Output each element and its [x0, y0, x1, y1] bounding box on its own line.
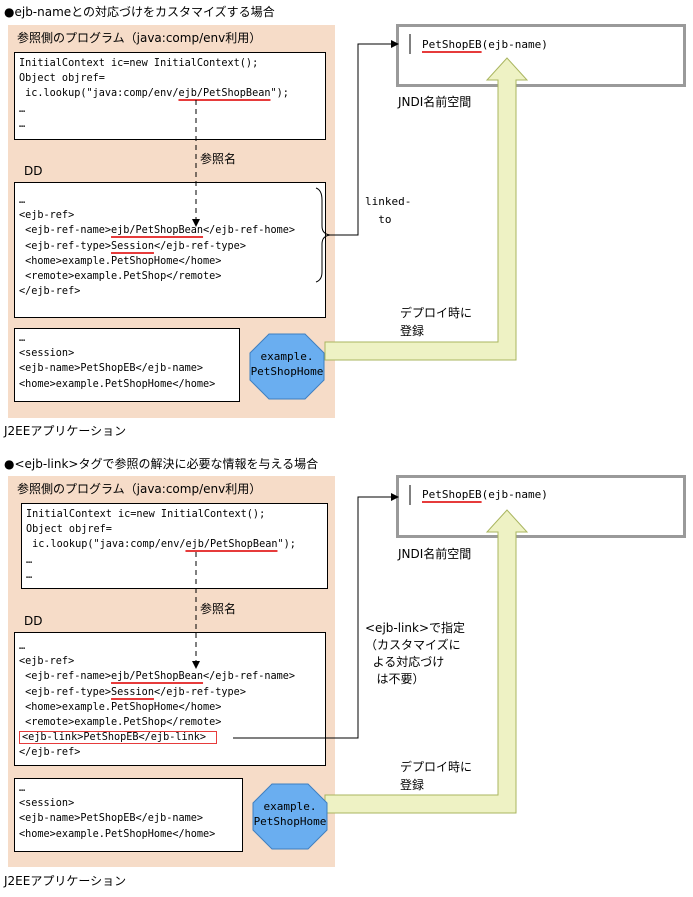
- linked-to-label: linked- to: [365, 195, 412, 226]
- dd-fragment: <ejb-ref-name>: [19, 225, 112, 237]
- jndi-entry-1: PetShopEB(ejb-name): [422, 38, 548, 51]
- program-code-1: InitialContext ic=new InitialContext(); O…: [14, 52, 326, 140]
- scenario1-heading: ●ejb-nameとの対応づけをカスタマイズする場合: [4, 5, 275, 19]
- dd-ref-name: ejb/PetShopBean: [111, 225, 204, 237]
- octagon-1: [249, 333, 325, 400]
- dd-line: <ejb-ref-name>ejb/PetShopBean</ejb-ref-n…: [19, 669, 325, 684]
- dd-fragment: </ejb-ref-type>: [153, 686, 246, 698]
- program-code-2: InitialContext ic=new InitialContext(); O…: [21, 503, 328, 589]
- reference-name: ejb/PetShopBean: [178, 88, 271, 100]
- session-box-2: … <session> <ejb-name>PetShopEB</ejb-name>…: [14, 778, 243, 852]
- code-line: InitialContext ic=new InitialContext();: [19, 58, 259, 69]
- reference-name: ejb/PetShopBean: [185, 539, 278, 551]
- code-line: Object objref=: [26, 524, 112, 536]
- jndi-suffix: (ejb-name): [481, 488, 548, 501]
- dd-box-2: … <ejb-ref> <ejb-ref-name>ejb/PetShopBean…: [14, 632, 326, 766]
- dd-ref-type: Session: [111, 240, 154, 252]
- dd-box-1: … <ejb-ref> <ejb-ref-name>ejb/PetShopBean…: [14, 182, 326, 318]
- code-line: ic.lookup("java:comp/env/ejb/PetShopBean…: [19, 86, 325, 101]
- code-line: …: [26, 569, 33, 581]
- dd-line: …: [19, 641, 26, 652]
- dd-line: …: [19, 195, 26, 206]
- dd-line: <ejb-ref-type>Session</ejb-ref-type>: [19, 685, 325, 700]
- dd-line: <ejb-ref>: [19, 656, 75, 668]
- jndi-suffix: (ejb-name): [481, 38, 548, 51]
- program-title-1: 参照側のプログラム（java:comp/env利用）: [17, 31, 262, 45]
- session-line: <session>: [19, 348, 75, 360]
- octagon-2: [252, 783, 328, 850]
- session-line: <session>: [19, 798, 75, 810]
- dd-brace-1: [315, 187, 331, 283]
- dd-line: </ejb-ref>: [19, 747, 81, 759]
- linked-to-connector: [330, 40, 399, 236]
- dd-ref-name: ejb/PetShopBean: [111, 671, 204, 683]
- code-line: InitialContext ic=new InitialContext();: [26, 509, 266, 520]
- ref-name-label-2: 参照名: [200, 602, 237, 616]
- dd-label-2: DD: [24, 614, 43, 628]
- deploy-arrow-1: [324, 57, 529, 361]
- dd-line: </ejb-ref>: [19, 286, 81, 298]
- ref-name-label-1: 参照名: [200, 152, 237, 166]
- program-title-2: 参照側のプログラム（java:comp/env利用）: [17, 482, 262, 496]
- app-label-1: J2EEアプリケーション: [4, 424, 127, 438]
- jndi-entry-2: PetShopEB(ejb-name): [422, 488, 548, 501]
- jndi-namespace-2: [396, 475, 686, 538]
- session-line: …: [19, 333, 26, 344]
- dd-fragment: <ejb-ref-name>: [19, 671, 112, 683]
- dd-fragment: <ejb-ref-type>: [19, 240, 112, 252]
- dd-line: <home>example.PetShopHome</home>: [19, 701, 222, 713]
- code-line: Object objref=: [19, 73, 105, 85]
- session-line: <ejb-name>PetShopEB</ejb-name>: [19, 813, 204, 825]
- code-line: …: [19, 118, 26, 130]
- octagon-label-2: example. PetShopHome: [253, 800, 327, 828]
- code-fragment: ic.lookup("java:comp/env/: [19, 88, 179, 100]
- app-label-2: J2EEアプリケーション: [4, 874, 127, 888]
- session-line: <ejb-name>PetShopEB</ejb-name>: [19, 363, 204, 375]
- session-line: …: [19, 783, 26, 794]
- code-line: …: [26, 554, 33, 566]
- dd-fragment: </ejb-ref-type>: [153, 240, 246, 252]
- dd-fragment: </ejb-ref-name>: [203, 671, 296, 683]
- dd-line: <remote>example.PetShop</remote>: [19, 271, 222, 283]
- dd-line: <ejb-ref>: [19, 210, 75, 222]
- dd-line: <ejb-link>PetShopEB</ejb-link>: [19, 730, 325, 745]
- jndi-namespace-1: [396, 24, 686, 87]
- code-fragment: ic.lookup("java:comp/env/: [26, 539, 186, 551]
- deploy-label-2: デプロイ時に 登録: [400, 760, 473, 792]
- session-line: <home>example.PetShopHome</home>: [19, 378, 216, 390]
- dd-fragment: <ejb-ref-type>: [19, 686, 112, 698]
- ejb-link-connector: [233, 493, 399, 739]
- dd-ref-type: Session: [111, 686, 154, 698]
- code-line: ic.lookup("java:comp/env/ejb/PetShopBean…: [26, 537, 327, 552]
- deploy-label-1: デプロイ時に 登録: [400, 306, 473, 338]
- dd-line: <home>example.PetShopHome</home>: [19, 255, 222, 267]
- jndi-ejb-name: PetShopEB: [422, 38, 482, 51]
- code-fragment: ");: [270, 88, 289, 100]
- jndi-ejb-name: PetShopEB: [422, 488, 482, 501]
- dd-fragment: </ejb-ref-home>: [203, 225, 296, 237]
- ejb-link-note: <ejb-link>で指定 （カスタマイズに よる対応づけ は不要）: [365, 621, 465, 686]
- session-box-1: … <session> <ejb-name>PetShopEB</ejb-name>…: [14, 328, 240, 402]
- jndi-label-1: JNDI名前空間: [398, 95, 472, 109]
- deploy-arrow-2: [324, 509, 529, 814]
- dd-line: <ejb-ref-name>ejb/PetShopBean</ejb-ref-h…: [19, 223, 325, 238]
- ejb-link-tag: <ejb-link>PetShopEB</ejb-link>: [19, 731, 218, 745]
- scenario2-heading: ●<ejb-link>タグで参照の解決に必要な情報を与える場合: [4, 457, 319, 471]
- dd-line: <remote>example.PetShop</remote>: [19, 717, 222, 729]
- jndi-label-2: JNDI名前空間: [398, 547, 472, 561]
- code-fragment: ");: [277, 539, 296, 551]
- dd-line: <ejb-ref-type>Session</ejb-ref-type>: [19, 239, 325, 254]
- session-line: <home>example.PetShopHome</home>: [19, 828, 216, 840]
- octagon-label-1: example. PetShopHome: [250, 350, 324, 378]
- code-line: …: [19, 103, 26, 115]
- dd-label-1: DD: [24, 164, 43, 178]
